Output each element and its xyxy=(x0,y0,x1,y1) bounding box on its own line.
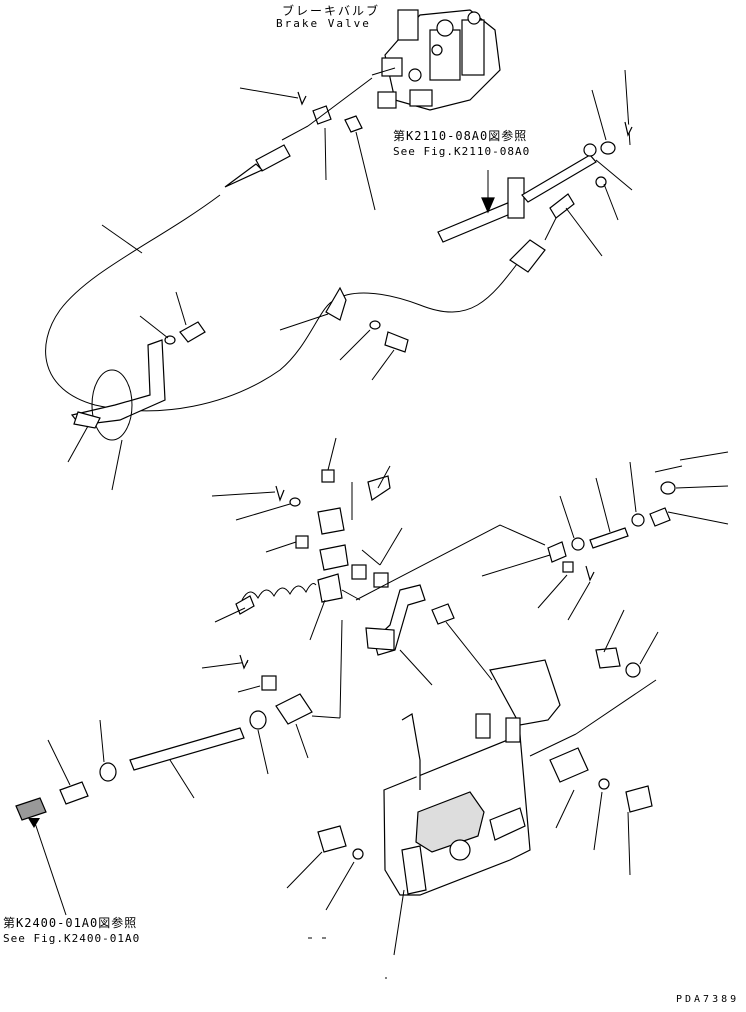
lever-shaft-assembly xyxy=(437,141,616,273)
cable-end-parts xyxy=(224,77,373,188)
brake-valve xyxy=(371,9,501,111)
leader-lines-right xyxy=(565,69,633,257)
cable-clamp xyxy=(279,286,409,381)
brake-valve-label-en: Brake Valve xyxy=(276,17,371,30)
brake-cable xyxy=(45,194,521,412)
pedal-bracket-plate xyxy=(383,659,561,956)
cable-bracket xyxy=(67,339,166,491)
pivot-bolt-parts xyxy=(529,609,659,876)
rod-end-parts xyxy=(481,451,729,621)
brake-valve-label-jp: ブレーキバルブ xyxy=(282,4,381,18)
drawing-code: PDA7389 xyxy=(676,994,740,1005)
reference-label-1-jp: 第K2110-08A0図参照 xyxy=(393,129,528,143)
pedal-linkage xyxy=(211,437,403,641)
leader-lines-top xyxy=(101,87,376,254)
push-rod xyxy=(15,619,343,916)
minor-marks xyxy=(308,937,387,979)
reference-label-1-en: See Fig.K2110-08A0 xyxy=(393,145,531,158)
reference-label-2-jp: 第K2400-01A0図参照 xyxy=(3,916,138,930)
bolt-washer-left xyxy=(139,291,206,345)
reference-label-2-en: See Fig.K2400-01A0 xyxy=(3,932,141,945)
bottom-bolt-washer xyxy=(286,825,364,911)
assembly-guide-line xyxy=(355,524,546,601)
pedal-lever xyxy=(365,584,493,686)
